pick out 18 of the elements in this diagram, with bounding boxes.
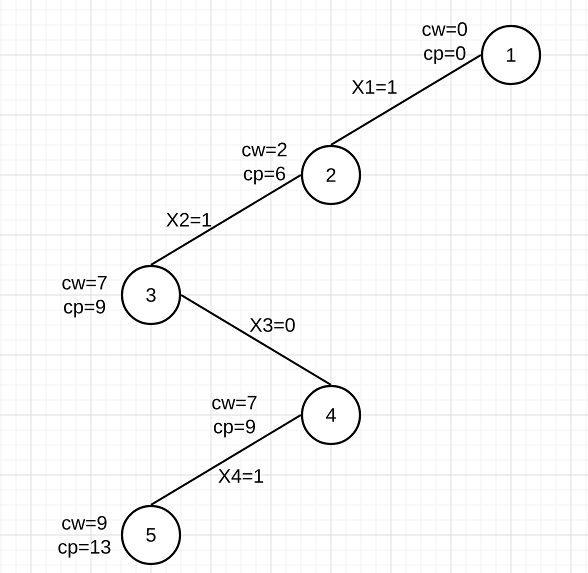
value-annotation: cw=0 cp=0 [422,22,467,64]
edge-label: X4=1 [218,469,264,483]
circle-node: 3 [120,264,182,326]
edge-label: X3=0 [250,318,295,332]
edge-label: X2=1 [166,212,212,226]
connector-line [330,54,482,146]
value-annotation: cw=9 cp=13 [58,516,110,558]
circle-node: 2 [300,144,362,206]
edge-label: X1=1 [352,80,397,94]
connector-line [150,414,302,506]
circle-node: 1 [480,24,542,86]
connector-line [180,294,332,386]
value-annotation: cw=2 cp=6 [242,142,287,184]
circle-node: 4 [300,384,362,446]
circle-node: 5 [120,504,182,566]
connector-line [150,174,302,266]
value-annotation: cw=7 cp=9 [62,276,107,318]
value-annotation: cw=7 cp=9 [212,396,257,438]
